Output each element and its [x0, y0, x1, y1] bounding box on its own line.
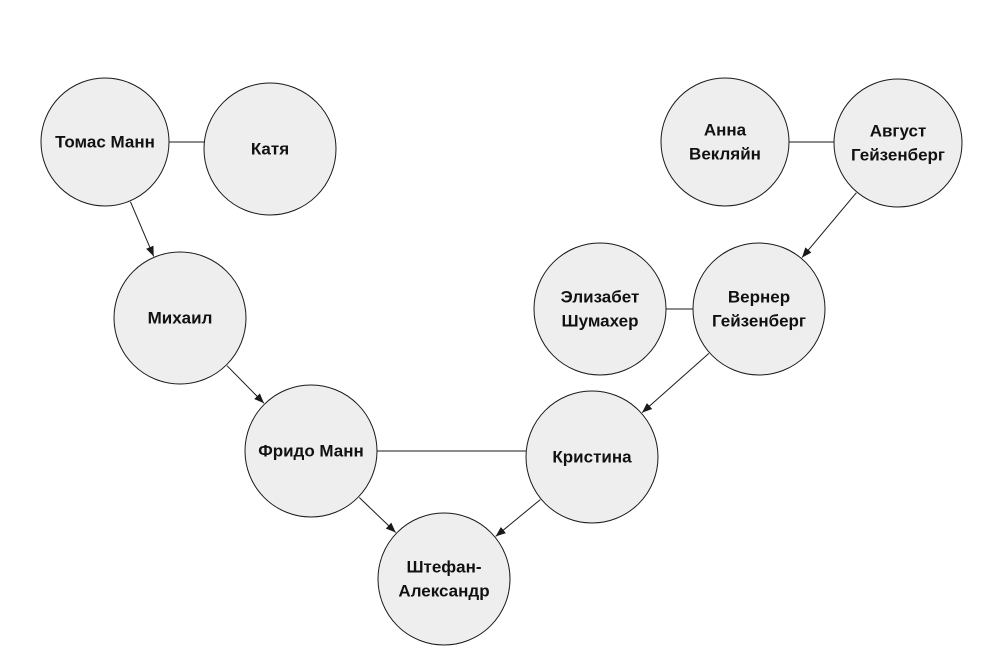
child-arrow-mikhail-frido — [226, 365, 265, 404]
child-arrow-verner-kristina — [641, 353, 710, 413]
node-label: Фридо Манн — [258, 442, 364, 461]
node-label: Томас Манн — [55, 133, 155, 152]
node-circle — [113, 251, 247, 385]
node-label: Михаил — [148, 309, 213, 328]
node-shtefan: Штефан- Александр — [377, 512, 511, 646]
node-tomas: Томас Манн — [40, 77, 170, 207]
child-arrow-tomas-mikhail — [130, 201, 155, 257]
node-label: Векляйн — [689, 145, 761, 164]
child-arrow-avgust-verner — [801, 192, 857, 258]
node-circle — [660, 77, 790, 207]
node-kristina: Кристина — [525, 390, 659, 524]
node-label: Штефан- — [406, 558, 481, 577]
node-mikhail: Михаил — [113, 251, 247, 385]
node-circle — [203, 82, 337, 216]
node-label: Элизабет — [561, 288, 640, 307]
node-label: Вернер — [728, 288, 790, 307]
node-label: Гейзенберг — [712, 312, 806, 331]
node-label: Катя — [251, 140, 289, 159]
child-arrow-kristina-shtefan — [495, 499, 541, 537]
node-circle — [244, 384, 378, 518]
node-circle — [377, 512, 511, 646]
node-circle — [40, 77, 170, 207]
node-circle — [692, 242, 826, 376]
node-circle — [533, 242, 667, 376]
node-label: Александр — [398, 582, 489, 601]
node-label: Анна — [704, 121, 747, 140]
node-circle — [833, 78, 963, 208]
node-frido: Фридо Манн — [244, 384, 378, 518]
child-arrow-frido-shtefan — [358, 497, 397, 533]
node-circle — [525, 390, 659, 524]
node-label: Кристина — [552, 448, 632, 467]
node-label: Гейзенберг — [851, 146, 945, 165]
node-label: Шумахер — [562, 312, 639, 331]
node-katya: Катя — [203, 82, 337, 216]
node-label: Август — [870, 122, 927, 141]
